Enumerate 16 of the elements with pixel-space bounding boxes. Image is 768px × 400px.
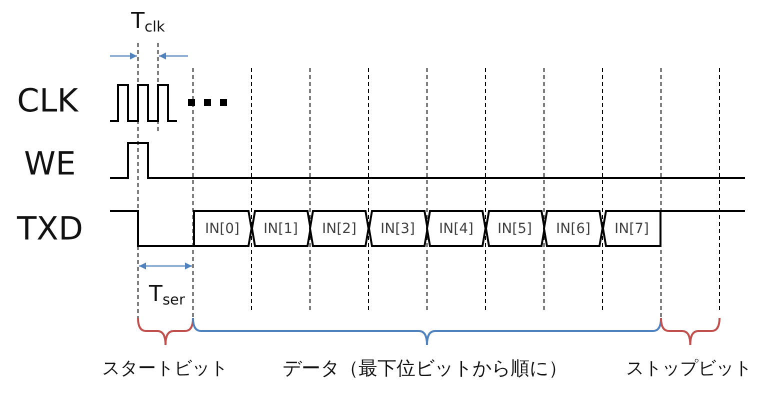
signal-name: CLK bbox=[17, 83, 78, 119]
data-bit-field: IN[3] bbox=[368, 210, 427, 247]
bracket-label: スタートビット bbox=[102, 359, 228, 379]
data-bit-field: IN[4] bbox=[427, 210, 486, 247]
data-bit-field: IN[1] bbox=[252, 210, 310, 247]
period-label: T$_{ser}$ bbox=[149, 282, 185, 308]
data-bit-field: IN[5] bbox=[486, 210, 544, 247]
data-bit-field: IN[2] bbox=[310, 210, 368, 247]
signal-name: WE bbox=[24, 146, 76, 182]
bracket-label: データ（最下位ビットから順に） bbox=[282, 358, 568, 380]
data-bit-field: IN[0] bbox=[193, 210, 252, 247]
period-label: T$_{clk}$ bbox=[131, 10, 165, 34]
data-bit-field: IN[7] bbox=[602, 210, 661, 247]
signal-name: TXD bbox=[17, 211, 84, 247]
bracket-label: ストップビット bbox=[626, 359, 752, 379]
data-bit-field: IN[6] bbox=[544, 210, 602, 247]
